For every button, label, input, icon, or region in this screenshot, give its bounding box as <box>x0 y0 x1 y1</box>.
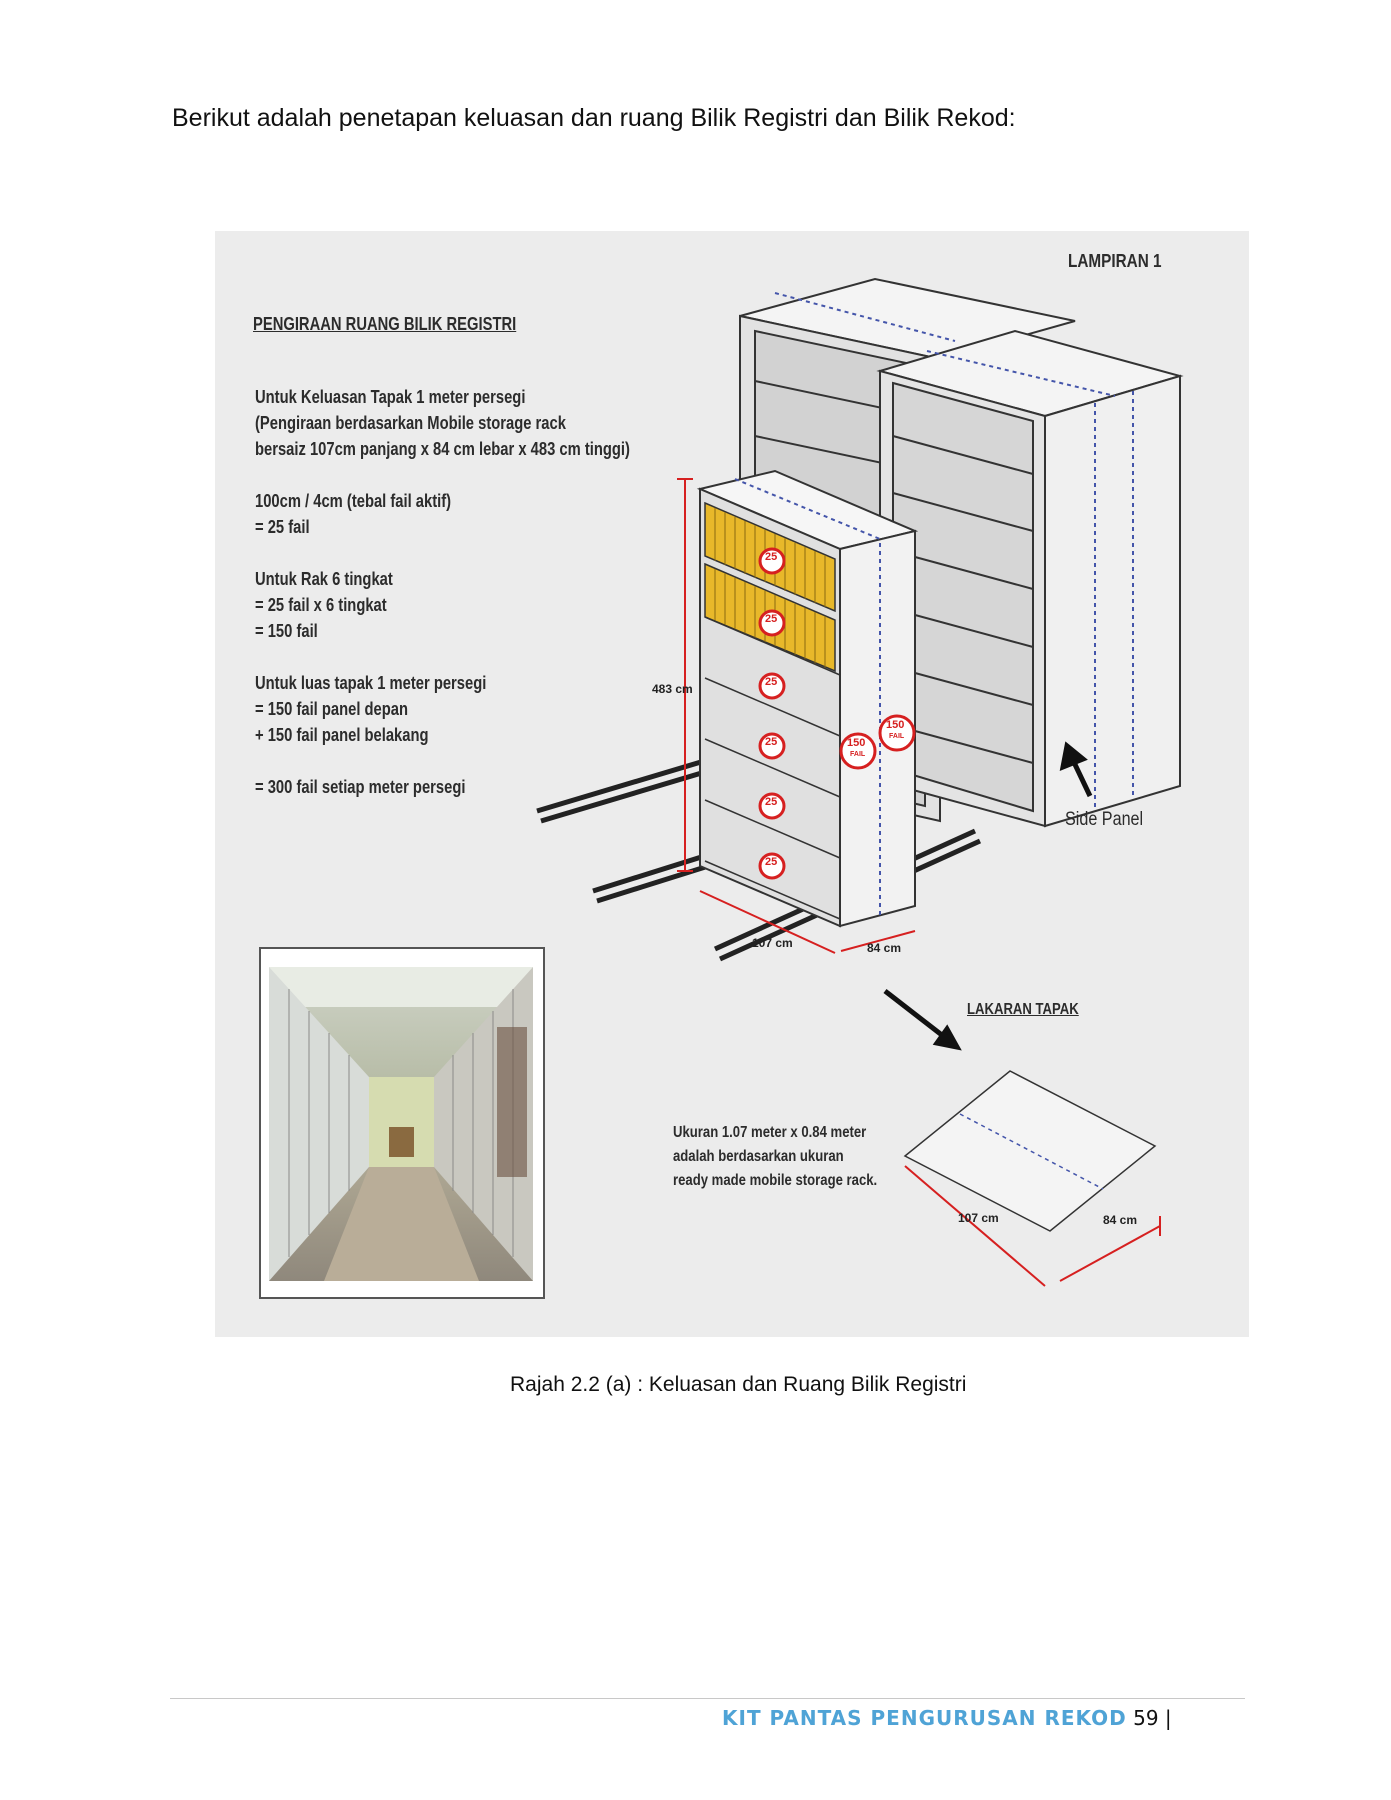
badge-25: 25 <box>765 796 778 808</box>
badge-150-unit: FAIL <box>889 733 905 740</box>
lampiran-label: LAMPIRAN 1 <box>1068 251 1162 271</box>
side-panel-label: Side Panel <box>1065 809 1144 830</box>
calc-line: = 150 fail panel depan <box>255 699 408 719</box>
plan-sketch <box>903 1070 1157 1232</box>
note-line: ready made mobile storage rack. <box>673 1172 878 1189</box>
footer-title: KIT PANTAS PENGURUSAN REKOD <box>722 1706 1127 1730</box>
calculation-text: Untuk Keluasan Tapak 1 meter persegi (Pe… <box>255 384 630 800</box>
calc-line: = 300 fail setiap meter persegi <box>255 777 466 797</box>
badge-150: 150 <box>886 719 905 731</box>
footer-separator: | <box>1164 1706 1172 1730</box>
badges <box>758 547 916 880</box>
calc-line: = 150 fail <box>255 621 318 641</box>
length-label: 107 cm <box>752 936 793 950</box>
back-rack-right <box>774 292 1184 828</box>
footer-divider <box>170 1698 1245 1699</box>
lakaran-tapak-label: LAKARAN TAPAK <box>967 1001 1079 1018</box>
calc-line: (Pengiraan berdasarkan Mobile storage ra… <box>255 413 566 433</box>
badge-25: 25 <box>765 676 778 688</box>
page-footer: KIT PANTAS PENGURUSAN REKOD 59 | <box>722 1706 1172 1730</box>
intro-text: Berikut adalah penetapan keluasan dan ru… <box>172 104 1016 132</box>
calc-line: bersaiz 107cm panjang x 84 cm lebar x 48… <box>255 439 630 459</box>
figure-caption: Rajah 2.2 (a) : Keluasan dan Ruang Bilik… <box>510 1373 967 1396</box>
plan-width-label: 84 cm <box>1103 1213 1138 1227</box>
calculation-heading: PENGIRAAN RUANG BILIK REGISTRI <box>253 314 517 334</box>
plan-length-label: 107 cm <box>958 1211 999 1225</box>
height-label: 483 cm <box>652 682 693 696</box>
badge-25: 25 <box>765 551 778 563</box>
calc-line: + 150 fail panel belakang <box>255 725 429 745</box>
arrows <box>883 741 1093 1051</box>
calc-line: = 25 fail x 6 tingkat <box>255 595 387 615</box>
registry-room-photo <box>259 947 545 1299</box>
badge-25: 25 <box>765 613 778 625</box>
note-line: Ukuran 1.07 meter x 0.84 meter <box>673 1124 867 1141</box>
badge-150-unit: FAIL <box>850 751 866 758</box>
dimension-lines <box>677 478 1161 1287</box>
rack-illustration <box>536 277 1184 1287</box>
note-line: adalah berdasarkan ukuran <box>673 1148 844 1165</box>
calc-line: Untuk Keluasan Tapak 1 meter persegi <box>255 387 526 407</box>
badge-150: 150 <box>847 737 866 749</box>
page-number: 59 <box>1133 1706 1159 1730</box>
calc-line: Untuk luas tapak 1 meter persegi <box>255 673 487 693</box>
calc-line: 100cm / 4cm (tebal fail aktif) <box>255 491 452 511</box>
badge-25: 25 <box>765 736 778 748</box>
width-label: 84 cm <box>867 941 902 955</box>
calc-line: Untuk Rak 6 tingkat <box>255 569 393 589</box>
calc-line: = 25 fail <box>255 517 310 537</box>
figure-storage-rack: LAMPIRAN 1 PENGIRAAN RUANG BILIK REGISTR… <box>215 231 1249 1337</box>
badge-25: 25 <box>765 856 778 868</box>
size-note: Ukuran 1.07 meter x 0.84 meter adalah be… <box>673 1121 877 1193</box>
